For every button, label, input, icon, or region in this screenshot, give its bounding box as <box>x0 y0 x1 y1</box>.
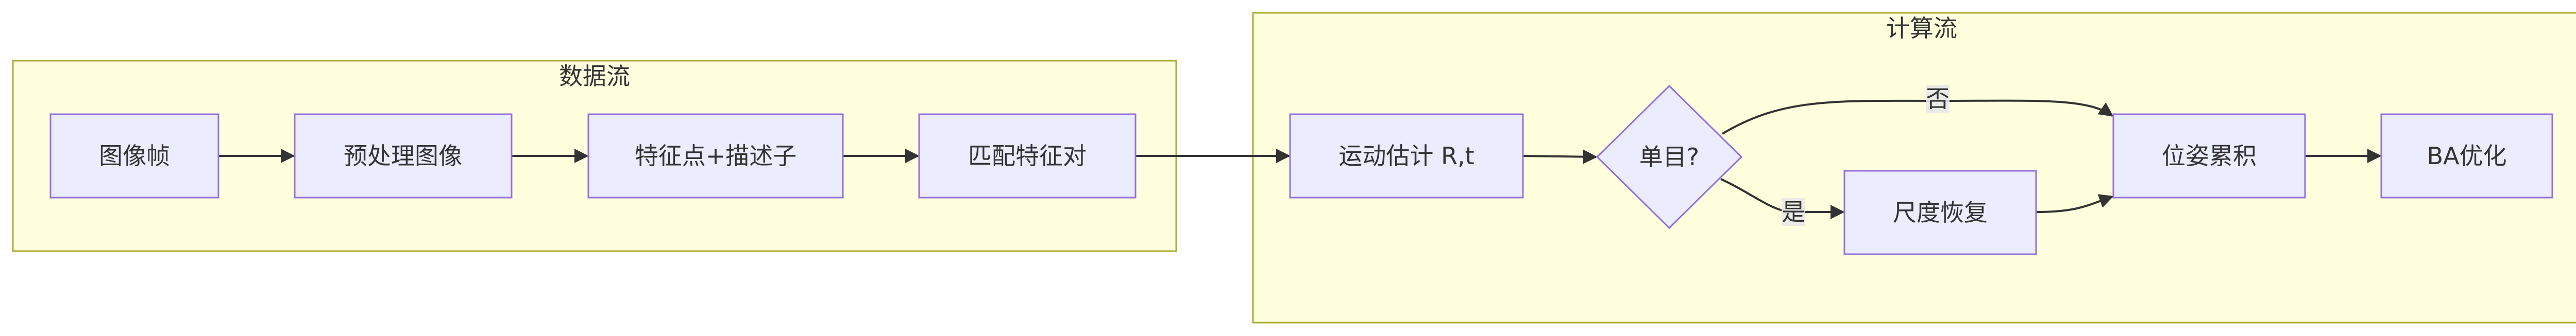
edges <box>218 99 2382 219</box>
node-mono-decision[interactable]: 单目? <box>1596 84 1743 229</box>
svg-text:否: 否 <box>1926 85 1950 113</box>
node-ba-label: BA优化 <box>2427 142 2506 170</box>
node-match-label: 匹配特征对 <box>968 142 1087 170</box>
edge-label-no: 否 <box>1926 85 1950 113</box>
edge-scale-to-pose <box>2036 194 2114 213</box>
cluster-data-flow-title: 数据流 <box>559 62 630 90</box>
node-preprocess-label: 预处理图像 <box>344 142 462 170</box>
node-image-frame[interactable]: 图像帧 <box>49 113 219 199</box>
node-match[interactable]: 匹配特征对 <box>918 113 1137 199</box>
node-scale-label: 尺度恢复 <box>1893 199 1988 226</box>
node-scale[interactable]: 尺度恢复 <box>1843 170 2037 255</box>
node-image-frame-label: 图像帧 <box>99 142 170 170</box>
edge-motion-to-mono <box>1522 149 1598 164</box>
node-ba[interactable]: BA优化 <box>2380 113 2553 199</box>
svg-text:是: 是 <box>1782 198 1805 226</box>
node-motion[interactable]: 运动估计 R,t <box>1289 113 1524 199</box>
node-mono-label: 单目? <box>1639 143 1699 171</box>
node-preprocess[interactable]: 预处理图像 <box>294 113 513 199</box>
edge-label-yes: 是 <box>1782 198 1805 226</box>
node-features-label: 特征点+描述子 <box>635 142 797 170</box>
node-motion-label: 运动估计 R,t <box>1338 142 1474 170</box>
node-features[interactable]: 特征点+描述子 <box>587 113 844 199</box>
node-pose[interactable]: 位姿累积 <box>2112 113 2306 199</box>
cluster-compute-flow-title: 计算流 <box>1886 14 1957 42</box>
node-pose-label: 位姿累积 <box>2162 142 2257 170</box>
